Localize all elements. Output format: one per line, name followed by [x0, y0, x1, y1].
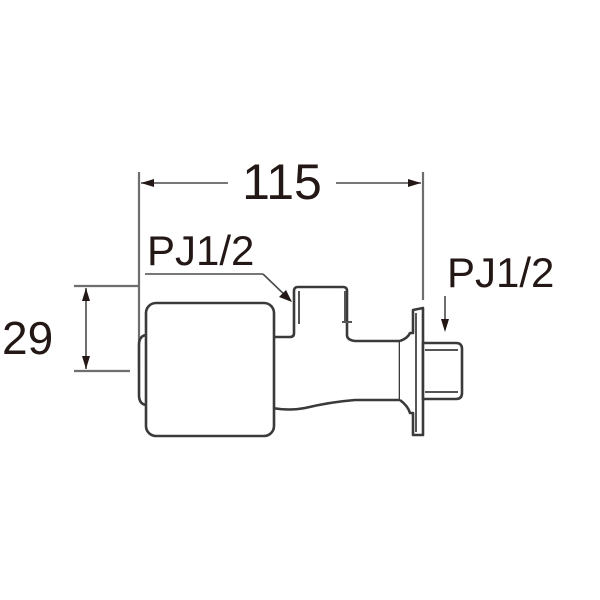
arrow-down-icon	[82, 356, 90, 369]
flange	[399, 306, 425, 437]
body-outline	[270, 285, 402, 411]
arrow-up-icon	[82, 288, 90, 301]
handle-back-plate	[137, 333, 147, 407]
valve-body	[137, 285, 464, 438]
right-thread-callout: PJ1/2	[447, 249, 554, 296]
leader-arrow-icon	[279, 290, 292, 302]
thread-spout	[421, 341, 464, 401]
left-thread-callout: PJ1/2	[147, 227, 254, 274]
handle-knob[interactable]	[144, 301, 276, 438]
length-dimension-line	[141, 179, 421, 187]
length-dimension-label: 115	[242, 154, 322, 210]
height-dimension-label: 29	[2, 312, 53, 364]
left-callout-leader	[145, 273, 292, 302]
leader-arrow-icon	[441, 319, 449, 332]
arrow-right-icon	[408, 179, 421, 187]
height-dimension	[74, 284, 138, 373]
right-callout-leader	[441, 296, 449, 332]
arrow-left-icon	[141, 179, 154, 187]
